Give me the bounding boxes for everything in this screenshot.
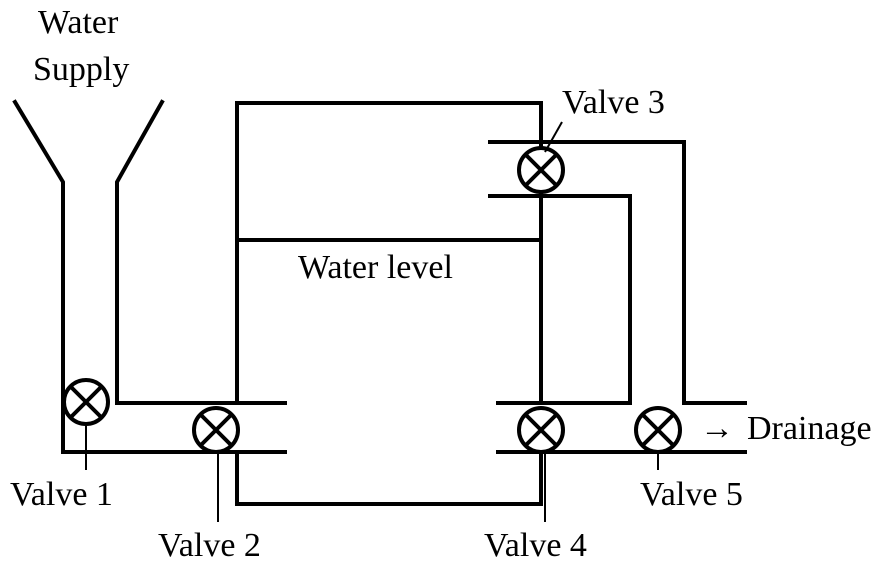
valve-3-label: Valve 3 xyxy=(562,84,665,121)
supply-label-line1: Water xyxy=(38,4,119,41)
valve-1[interactable] xyxy=(62,378,110,426)
drainage-label: Drainage xyxy=(747,410,872,447)
valve-5-label: Valve 5 xyxy=(640,476,743,513)
supply-label-line2: Supply xyxy=(33,51,129,88)
valve-3[interactable] xyxy=(517,146,565,194)
valve-4-label: Valve 4 xyxy=(484,527,587,564)
tank xyxy=(235,101,543,506)
valve-5[interactable] xyxy=(634,406,682,454)
valve-2[interactable] xyxy=(192,406,240,454)
supply-funnel xyxy=(12,99,287,454)
water-level-label: Water level xyxy=(298,249,453,286)
valve-3-leader xyxy=(544,121,563,153)
valve-4[interactable] xyxy=(517,406,565,454)
valve-1-label: Valve 1 xyxy=(10,476,113,513)
valve-2-label: Valve 2 xyxy=(158,527,261,564)
drain-arrow: → xyxy=(700,410,734,447)
